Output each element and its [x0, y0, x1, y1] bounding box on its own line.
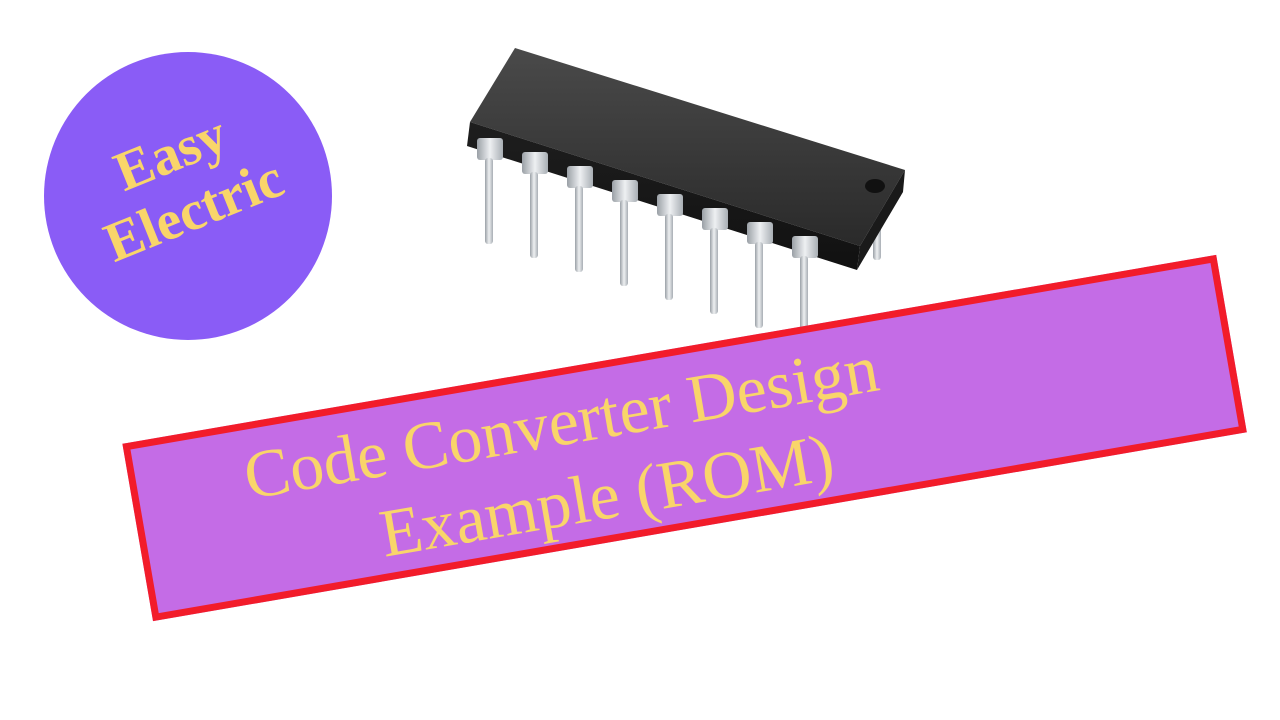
- chip-side-face: [857, 170, 905, 270]
- chip-notch: [865, 179, 885, 193]
- logo-text: Easy Electric: [1, 9, 376, 384]
- ic-chip-icon: [467, 48, 905, 342]
- logo-badge: Easy Electric: [44, 52, 332, 340]
- chip-top-face: [470, 48, 905, 246]
- front-pins: [477, 138, 818, 342]
